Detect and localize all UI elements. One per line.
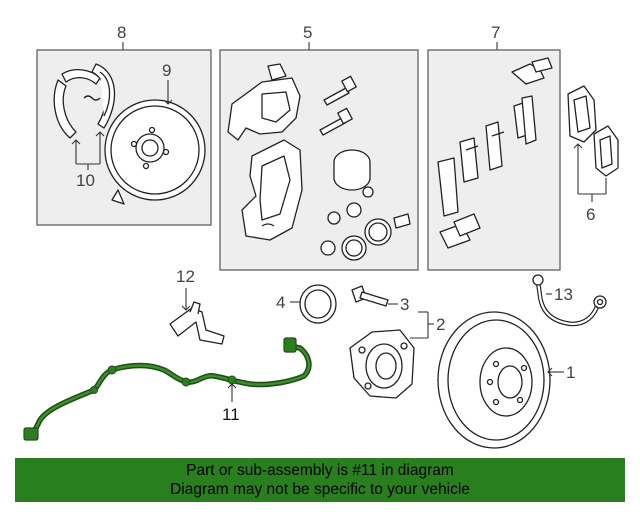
panel-caliper: 5	[219, 23, 419, 271]
brake-backing-plate[interactable]	[104, 99, 206, 205]
callout-3: 3	[400, 295, 409, 314]
panel-pad-hardware: 7	[427, 23, 561, 271]
callout-8: 8	[117, 23, 126, 42]
caliper-housing[interactable]	[241, 139, 303, 241]
callout-1: 1	[566, 363, 575, 382]
callout-6: 6	[586, 205, 595, 224]
brake-rotor[interactable]	[437, 311, 551, 449]
info-banner: Part or sub-assembly is #11 in diagram D…	[15, 458, 625, 502]
hub-bolt[interactable]	[351, 285, 389, 307]
caliper-bracket[interactable]	[227, 63, 301, 141]
caliper-bolts[interactable]	[319, 75, 357, 136]
brake-hose[interactable]	[532, 274, 607, 327]
callout-4: 4	[276, 293, 285, 312]
abs-sensor-wire[interactable]	[23, 337, 312, 441]
banner-line-1: Part or sub-assembly is #11 in diagram	[186, 462, 454, 479]
banner-line-2: Diagram may not be specific to your vehi…	[170, 481, 470, 498]
callout-2: 2	[436, 315, 445, 334]
callout-12: 12	[176, 267, 195, 286]
parts-diagram: 8 10 9	[23, 23, 619, 449]
callout-9: 9	[162, 61, 171, 80]
caliper-seals[interactable]	[320, 186, 411, 261]
seal-ring[interactable]	[299, 284, 337, 324]
callout-7: 7	[491, 23, 500, 42]
callout-10: 10	[76, 171, 95, 190]
panel-parking-brake: 8 10 9	[36, 23, 212, 226]
callout-5: 5	[303, 23, 312, 42]
brake-shoe-set[interactable]	[53, 63, 116, 139]
callout-13: 13	[554, 285, 573, 304]
caliper-piston[interactable]	[333, 149, 371, 191]
hub-assembly[interactable]	[349, 329, 415, 399]
wire-bracket[interactable]	[169, 301, 225, 345]
callout-11: 11	[222, 405, 240, 424]
pad-clip-set[interactable]	[437, 57, 553, 249]
brake-pads[interactable]	[567, 85, 619, 177]
